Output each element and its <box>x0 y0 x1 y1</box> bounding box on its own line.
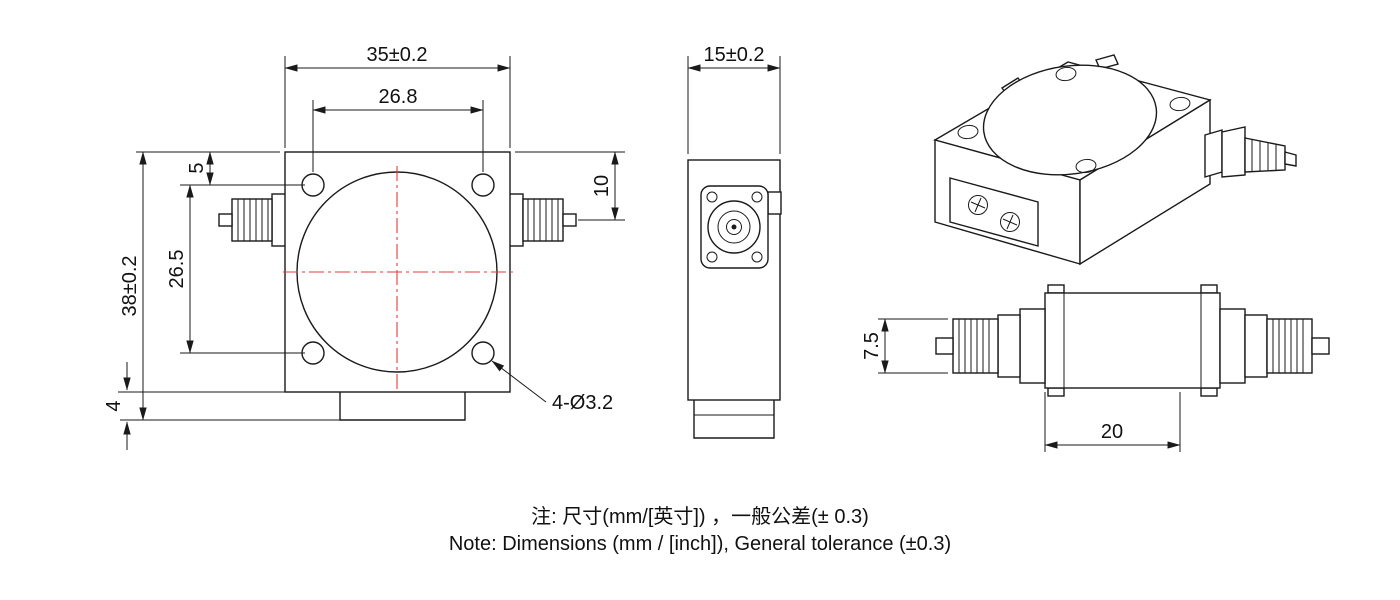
flange-hole <box>706 251 718 263</box>
flange-hole <box>706 191 718 203</box>
flange-ear <box>1200 284 1218 294</box>
sma-connector-right <box>508 193 577 247</box>
dim-height-label: 38±0.2 <box>119 255 141 316</box>
dim-hole-span-horizontal: 26.8 <box>312 86 484 172</box>
connector-center-pin <box>731 224 737 230</box>
dim-base-thickness: 4 <box>103 362 285 450</box>
connector-face-mid <box>717 210 751 244</box>
dim-hole-span-h-label: 26.8 <box>379 86 418 108</box>
iso-screw <box>1000 212 1020 232</box>
flange-hole <box>751 251 763 263</box>
iso-hole <box>1075 158 1097 174</box>
iso-cover-circle <box>982 64 1158 176</box>
iso-screw <box>968 195 988 215</box>
connector-pin <box>562 213 577 227</box>
dim-port-offset: 10 <box>515 151 625 221</box>
iso-view <box>933 54 1297 266</box>
hole-callout-label: 4-Ø3.2 <box>552 392 613 414</box>
flange-ear <box>1047 284 1065 294</box>
mounting-hole-tr <box>471 173 495 197</box>
dim-base-label: 4 <box>103 400 125 411</box>
mounting-hole-bl <box>301 341 325 365</box>
dim-port-offset-label: 10 <box>591 175 613 197</box>
note-line-zh: 注: 尺寸(mm/[英寸]) ，一般公差(± 0.3) <box>531 505 869 528</box>
side-tab <box>767 191 782 215</box>
connector-face-inner <box>726 219 742 235</box>
dim-top-offset-label: 5 <box>186 162 208 173</box>
connector-nut <box>271 193 287 247</box>
dim-connector-radius: 7.5 <box>861 318 948 374</box>
dim-hole-top-offset: 5 <box>186 151 214 186</box>
mounting-base <box>339 392 466 421</box>
sma-connector-left <box>218 193 287 247</box>
notes: 注: 尺寸(mm/[英寸]) ，一般公差(± 0.3) Note: Dimens… <box>449 505 951 555</box>
connector-face-outer <box>707 200 761 254</box>
dim-hole-span-v-label: 26.5 <box>166 250 188 289</box>
dim-hole-span-vertical: 26.5 <box>166 184 305 354</box>
dim-overall-height: 38±0.2 <box>119 151 340 421</box>
iso-sma-connector <box>1204 126 1297 178</box>
iso-hole <box>1169 96 1191 112</box>
profile-view: 7.5 20 <box>861 284 1330 452</box>
profile-connector-right <box>1219 308 1330 384</box>
hole-callout: 4-Ø3.2 <box>491 360 613 414</box>
dim-overall-width: 35±0.2 <box>284 44 511 148</box>
profile-body <box>1044 292 1221 389</box>
dim-body-length-label: 20 <box>1101 421 1123 443</box>
note-line-en: Note: Dimensions (mm / [inch]), General … <box>449 533 951 555</box>
dim-width-label: 35±0.2 <box>366 44 427 66</box>
dim-depth-label: 15±0.2 <box>703 44 764 66</box>
side-view: 15±0.2 <box>687 44 782 439</box>
front-dimensions: 35±0.2 26.8 38±0.2 26.5 5 10 <box>103 44 625 450</box>
mounting-hole-br <box>471 341 495 365</box>
dim-depth: 15±0.2 <box>687 44 781 154</box>
profile-connector-left <box>935 308 1046 384</box>
dim-connector-radius-label: 7.5 <box>861 332 883 360</box>
flange-hole <box>751 191 763 203</box>
connector-thread <box>522 198 564 242</box>
connector-pin <box>218 213 233 227</box>
flange-ear <box>1047 387 1065 397</box>
iso-hole <box>957 124 979 140</box>
connector-nut <box>508 193 524 247</box>
side-base <box>693 400 775 439</box>
front-view <box>218 151 577 421</box>
flange-ear <box>1200 387 1218 397</box>
iso-right-face <box>1079 98 1211 266</box>
iso-hole <box>1055 66 1077 82</box>
mounting-hole-tl <box>301 173 325 197</box>
dim-body-length: 20 <box>1044 392 1181 452</box>
